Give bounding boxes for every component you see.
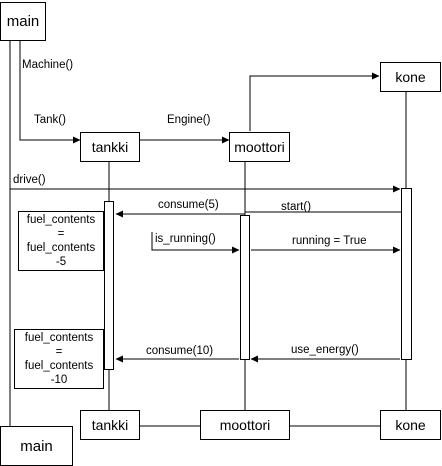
activation-kone: [401, 188, 412, 360]
label-consume5: consume(5): [158, 199, 219, 211]
activation-tankki: [104, 201, 114, 370]
activation-moottori: [240, 215, 250, 360]
label-start: start(): [281, 201, 312, 213]
note1-line4: -5: [55, 256, 67, 268]
note1-line1: fuel_contents: [26, 214, 96, 226]
label-tank: Tank(): [34, 114, 66, 126]
participant-tankki-top: tankki: [80, 132, 140, 162]
label-drive: drive(): [13, 174, 46, 186]
participant-moottori-bottom: moottori: [200, 410, 290, 440]
note1-line2: =: [57, 228, 65, 240]
note2-line3: fuel_contents: [24, 360, 94, 372]
label-consume10: consume(10): [146, 345, 214, 357]
participant-kone-top: kone: [380, 62, 441, 92]
note2-line1: fuel_contents: [24, 332, 94, 344]
note-fuel-minus-5: fuel_contents = fuel_contents -5: [18, 211, 104, 271]
label-running-true: running = True: [292, 235, 367, 247]
participant-kone-bottom: kone: [380, 410, 441, 440]
message-tank-arrow: [19, 40, 81, 144]
participant-main-bottom: main: [0, 426, 73, 466]
label-is-running: is_running(): [155, 233, 216, 245]
label-use-energy: use_energy(): [291, 344, 359, 356]
label-engine: Engine(): [167, 114, 211, 126]
label-machine: Machine(): [22, 59, 74, 71]
note2-line2: =: [55, 346, 63, 358]
participant-moottori-top: moottori: [229, 132, 290, 162]
message-kone-create-arrow: [249, 72, 380, 131]
participant-tankki-bottom: tankki: [80, 410, 140, 440]
message-consume5-arrow: [115, 210, 401, 218]
message-is-running-arrow: [151, 232, 240, 254]
note-fuel-minus-10: fuel_contents = fuel_contents -10: [14, 329, 104, 389]
participant-main-top: main: [0, 2, 46, 41]
note2-line4: -10: [50, 374, 68, 386]
note1-line3: fuel_contents: [26, 242, 96, 254]
